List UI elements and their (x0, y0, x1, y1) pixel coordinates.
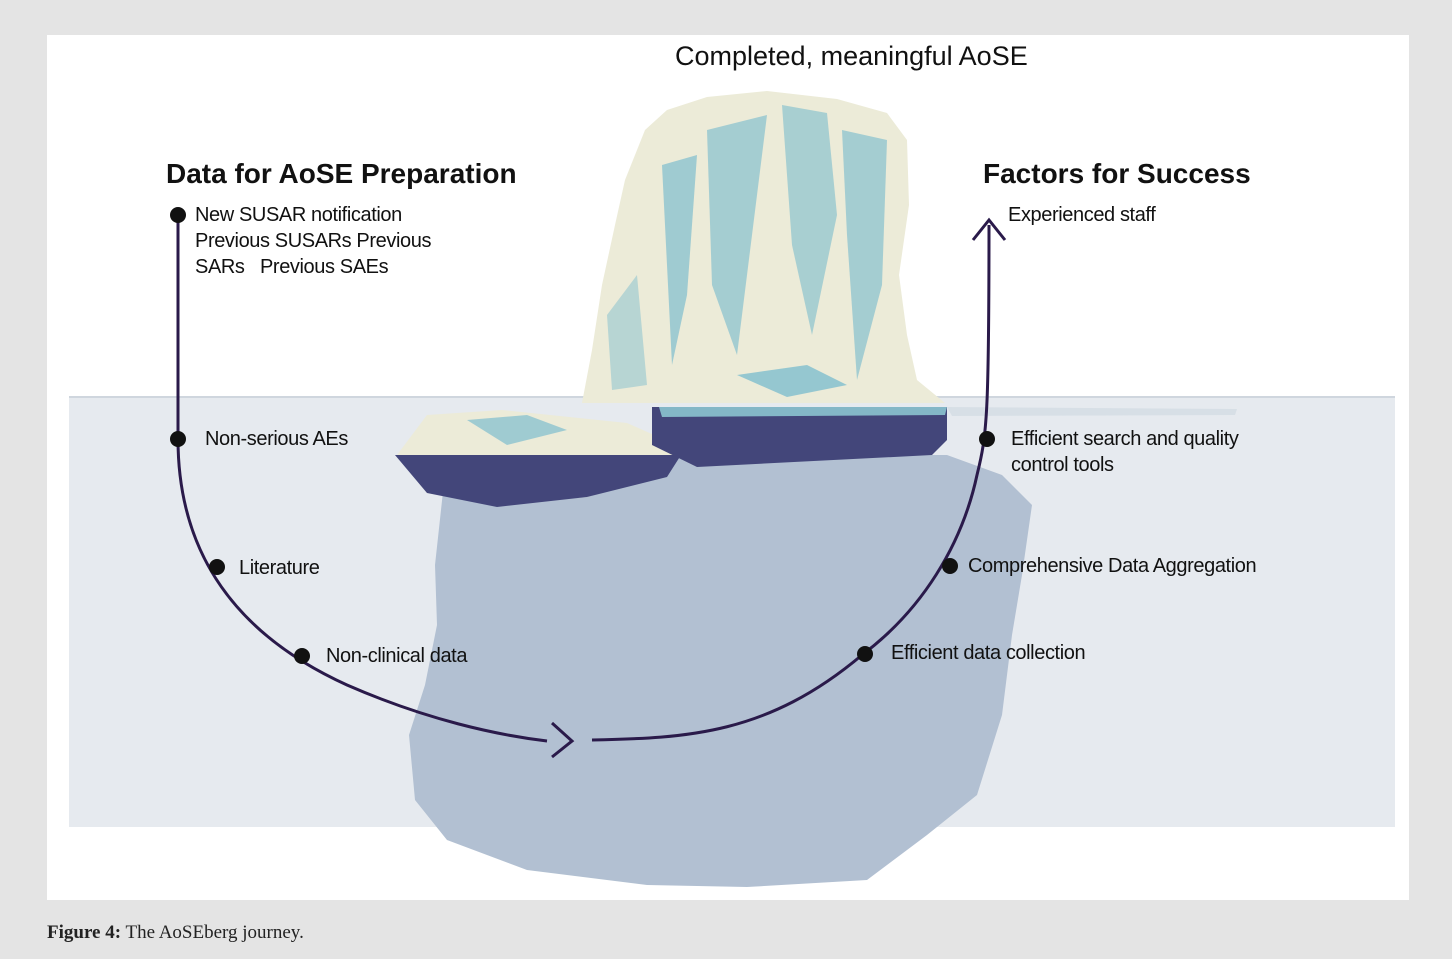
left-dot-4 (294, 648, 310, 664)
left-item-non-clinical-data: Non-clinical data (326, 643, 467, 669)
figure-caption: Figure 4: The AoSEberg journey. (47, 922, 304, 944)
left-heading: Data for AoSE Preparation (166, 158, 517, 189)
left-item-non-serious-aes: Non-serious AEs (205, 426, 348, 452)
left-dot-1 (170, 207, 186, 223)
right-heading: Factors for Success (983, 158, 1251, 189)
caption-label: Figure 4: (47, 922, 122, 943)
right-item-experienced-staff: Experienced staff (1008, 202, 1156, 228)
left-item-susar-line-2: Previous SUSARs Previous (195, 230, 432, 252)
left-item-susar-line-1: New SUSAR notification (195, 204, 402, 226)
left-item-non-serious-aes-line: Non-serious AEs (205, 428, 348, 450)
figure-panel: Completed, meaningful AoSE Data for AoSE… (47, 35, 1409, 900)
left-dot-2 (170, 431, 186, 447)
right-item-data-aggregation-line: Comprehensive Data Aggregation (968, 555, 1257, 577)
ice-slab-center (652, 407, 947, 467)
ice-floe-left (395, 455, 681, 507)
left-item-susar: New SUSAR notification Previous SUSARs P… (195, 202, 431, 280)
right-dot-2 (979, 431, 995, 447)
right-item-search-tools-line-1: Efficient search and quality (1011, 428, 1239, 450)
journey-arrowhead-up (971, 217, 1007, 241)
caption-text: The AoSEberg journey. (121, 922, 304, 943)
journey-overlay (170, 207, 1007, 759)
left-item-susar-line-3: SARs Previous SAEs (195, 256, 389, 278)
right-item-data-aggregation: Comprehensive Data Aggregation (968, 553, 1257, 579)
left-dot-3 (209, 559, 225, 575)
right-item-search-tools-line-2: control tools (1011, 454, 1114, 476)
right-item-experienced-staff-line: Experienced staff (1008, 204, 1156, 226)
journey-path-right (591, 224, 991, 742)
journey-arrowhead-right (550, 721, 575, 759)
journey-path-left (176, 215, 548, 743)
right-item-data-collection: Efficient data collection (891, 640, 1086, 666)
iceberg-illustration (69, 91, 1395, 887)
iceberg-underwater (409, 455, 1032, 887)
right-item-search-tools: Efficient search and quality control too… (1011, 426, 1239, 478)
left-item-literature: Literature (239, 555, 320, 581)
right-dot-4 (857, 646, 873, 662)
right-dot-3 (942, 558, 958, 574)
right-item-data-collection-line: Efficient data collection (891, 642, 1086, 664)
diagram-title: Completed, meaningful AoSE (675, 41, 1028, 71)
left-item-literature-line: Literature (239, 557, 320, 579)
left-item-non-clinical-data-line: Non-clinical data (326, 645, 468, 667)
